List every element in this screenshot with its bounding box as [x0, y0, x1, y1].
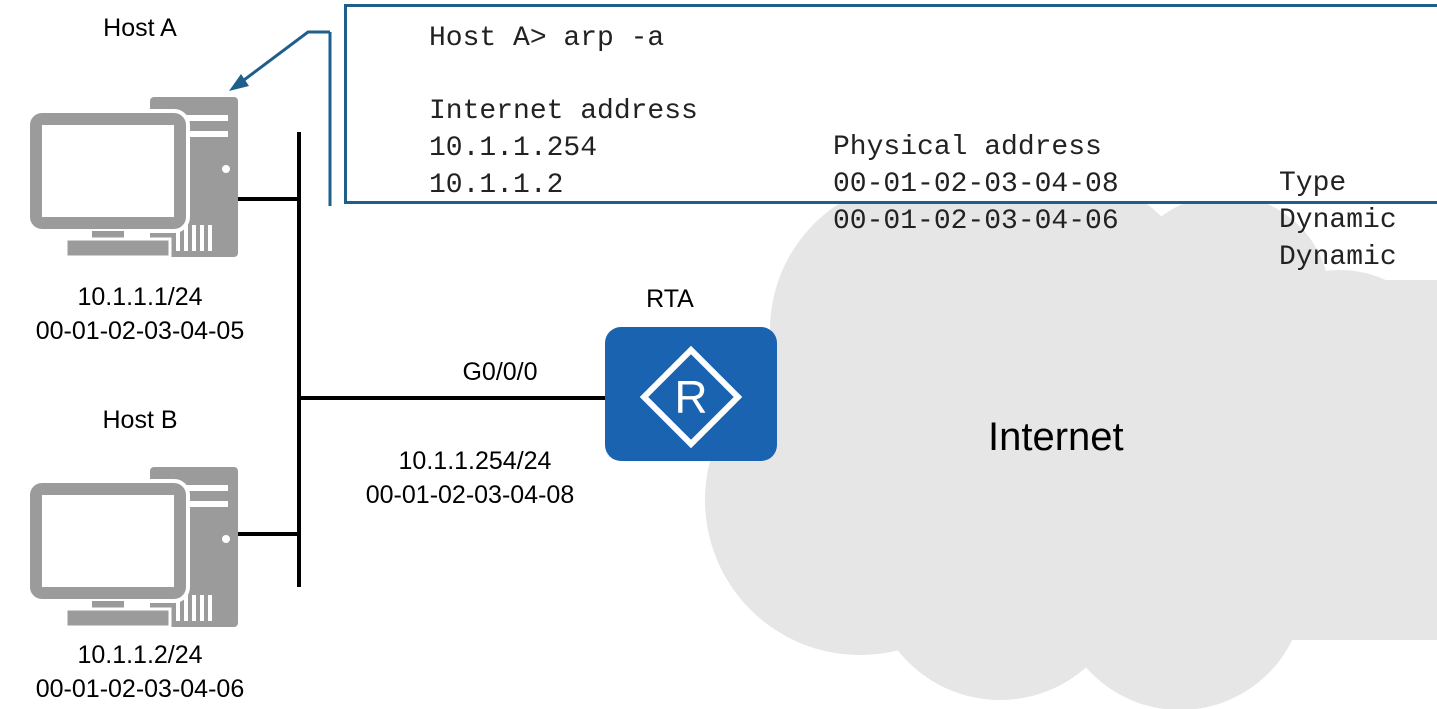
arrow-head — [229, 74, 249, 91]
router-icon: R — [605, 327, 777, 461]
row-type: Dynamic — [1279, 205, 1397, 236]
host-b-mac: 00-01-02-03-04-06 — [35, 675, 245, 703]
header-internet-address: Internet address — [429, 96, 698, 127]
desktop-computer-icon — [26, 467, 238, 629]
callout-arrow — [235, 30, 332, 206]
host-b-name: Host B — [102, 406, 178, 434]
terminal-row: 10.1.1.2 00-01-02-03-04-06 Dynamic — [429, 132, 1429, 312]
desktop-computer-icon — [26, 97, 238, 259]
row-physical-address: 00-01-02-03-04-08 — [833, 169, 1119, 200]
router-mac: 00-01-02-03-04-08 — [365, 481, 575, 509]
host-a-name: Host A — [103, 14, 177, 42]
row-type: Dynamic — [1279, 242, 1397, 273]
row-physical-address: 00-01-02-03-04-06 — [833, 206, 1119, 237]
host-a-ip: 10.1.1.1/24 — [77, 283, 203, 311]
cloud-icon — [705, 180, 1437, 709]
host-b-ip: 10.1.1.2/24 — [77, 641, 203, 669]
row-internet-address: 10.1.1.2 — [429, 170, 564, 201]
cloud-label: Internet — [988, 415, 1124, 459]
router-symbol: R — [674, 371, 707, 423]
terminal-command: Host A> arp -a — [429, 23, 665, 54]
router-interface: G0/0/0 — [462, 358, 538, 386]
row-internet-address: 10.1.1.254 — [429, 133, 598, 164]
router-name: RTA — [646, 285, 694, 313]
arp-terminal: Host A> arp -a Internet address Physical… — [344, 4, 1437, 273]
host-a-mac: 00-01-02-03-04-05 — [35, 317, 245, 345]
header-type: Type — [1279, 168, 1347, 199]
header-physical-address: Physical address — [833, 132, 1102, 163]
terminal-row: 10.1.1.254 00-01-02-03-04-08 Dynamic — [429, 95, 1429, 275]
router-ip: 10.1.1.254/24 — [398, 447, 552, 475]
terminal-header-row: Internet address Physical address Type — [429, 58, 1429, 238]
